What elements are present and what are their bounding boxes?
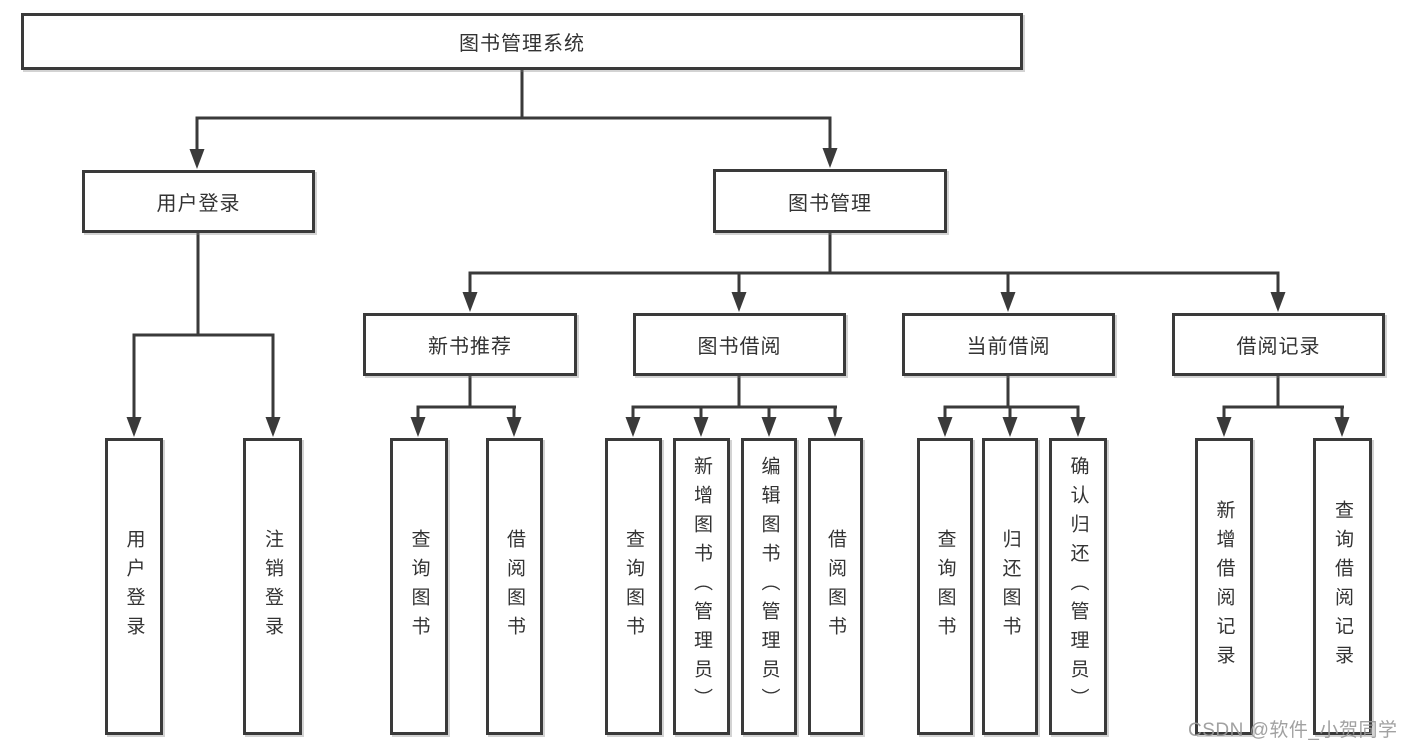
leaf-newbooks-query: 查询图书	[390, 438, 448, 735]
leaf-current-query: 查询图书	[917, 438, 973, 735]
leaf-records-query: 查询借阅记录	[1313, 438, 1372, 735]
csdn-watermark: CSDN @软件_小贺同学	[1188, 720, 1398, 741]
leaf-current-confirm-admin: 确认归还（管理员）	[1049, 438, 1107, 735]
leaf-borrow-borrow: 借阅图书	[808, 438, 863, 735]
node-current-borrow: 当前借阅	[902, 313, 1115, 376]
leaf-newbooks-borrow: 借阅图书	[486, 438, 543, 735]
leaf-current-return: 归还图书	[982, 438, 1038, 735]
leaf-borrow-edit-admin: 编辑图书（管理员）	[741, 438, 797, 735]
leaf-borrow-add-admin: 新增图书（管理员）	[673, 438, 730, 735]
leaf-user-login: 用户登录	[105, 438, 163, 735]
node-book-borrow: 图书借阅	[633, 313, 846, 376]
leaf-logout: 注销登录	[243, 438, 302, 735]
node-new-books: 新书推荐	[363, 313, 577, 376]
node-borrow-records: 借阅记录	[1172, 313, 1385, 376]
leaf-records-add: 新增借阅记录	[1195, 438, 1253, 735]
node-book-mgmt: 图书管理	[713, 169, 947, 233]
node-user-login: 用户登录	[82, 170, 315, 233]
node-root: 图书管理系统	[21, 13, 1023, 70]
leaf-borrow-query: 查询图书	[605, 438, 662, 735]
